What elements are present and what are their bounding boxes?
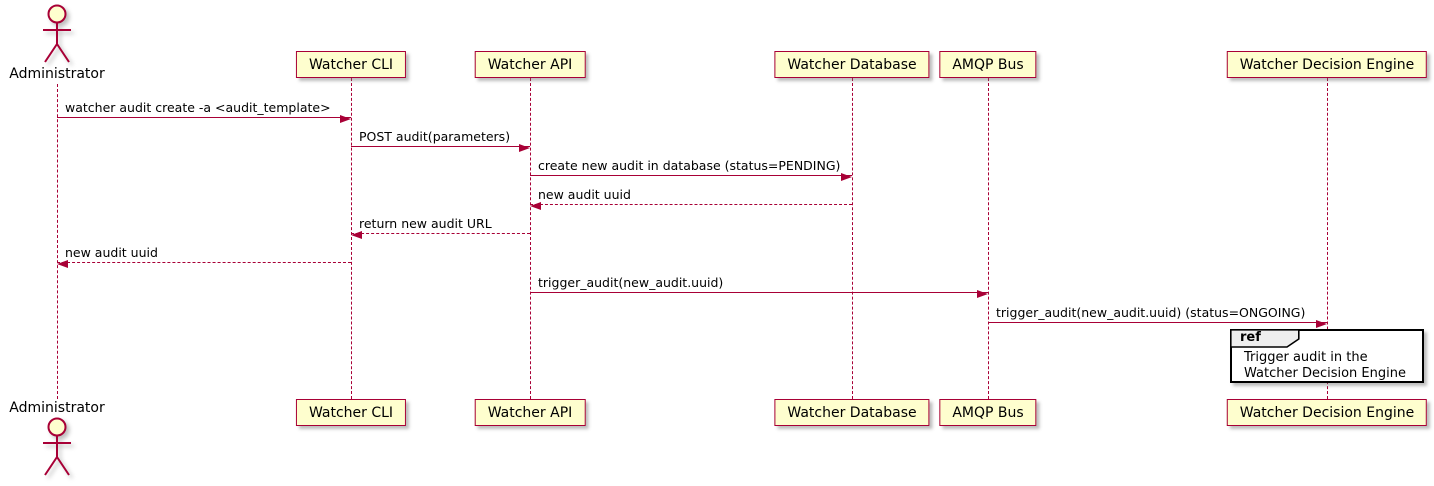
actor-administrator-label-bottom: Administrator <box>9 400 105 416</box>
message-line <box>530 204 852 205</box>
message-line <box>351 233 530 234</box>
ref-tab-shape <box>1230 329 1300 348</box>
actor-administrator-figure-top <box>38 3 76 69</box>
message-label: new audit uuid <box>538 187 631 202</box>
ref-text-line: Watcher Decision Engine <box>1244 366 1406 381</box>
message-label: create new audit in database (status=PEN… <box>538 158 841 173</box>
message-line <box>57 262 351 263</box>
participant-watcher-cli-bottom: Watcher CLI <box>295 399 407 426</box>
message-line <box>530 175 852 176</box>
message-label: watcher audit create -a <audit_template> <box>65 100 331 115</box>
message-2-watcher-cli-to-watcher-api: POST audit(parameters) <box>351 127 530 152</box>
message-line <box>988 322 1327 323</box>
actor-administrator-figure-bottom <box>38 416 76 482</box>
participant-watcher-api-bottom: Watcher API <box>474 399 586 426</box>
arrowhead-icon <box>1316 320 1327 328</box>
actor-icon <box>43 417 71 476</box>
participant-watcher-decision-engine-top: Watcher Decision Engine <box>1226 51 1428 78</box>
participant-watcher-api-top: Watcher API <box>474 51 586 78</box>
message-line <box>530 292 988 293</box>
ref-tab: ref <box>1230 329 1300 348</box>
arrowhead-icon <box>519 144 530 152</box>
participant-watcher-decision-engine-bottom: Watcher Decision Engine <box>1226 399 1428 426</box>
actor-administrator-label-top: Administrator <box>9 66 105 82</box>
message-label: new audit uuid <box>65 245 158 260</box>
message-6-watcher-cli-to-administrator: new audit uuid <box>57 243 351 268</box>
lifeline-administrator <box>57 84 58 399</box>
message-label: trigger_audit(new_audit.uuid) <box>538 275 724 290</box>
message-label: return new audit URL <box>359 216 492 231</box>
participant-amqp-bus-top: AMQP Bus <box>939 51 1037 78</box>
message-label: trigger_audit(new_audit.uuid) (status=ON… <box>996 305 1306 320</box>
message-line <box>351 146 530 147</box>
lifeline-watcher-database <box>852 78 853 399</box>
arrowhead-icon <box>57 260 68 268</box>
message-4-watcher-database-to-watcher-api: new audit uuid <box>530 185 852 210</box>
actor-icon <box>43 4 71 63</box>
arrowhead-icon <box>530 202 541 210</box>
participant-amqp-bus-bottom: AMQP Bus <box>939 399 1037 426</box>
arrowhead-icon <box>977 290 988 298</box>
participant-watcher-database-bottom: Watcher Database <box>774 399 930 426</box>
arrowhead-icon <box>340 115 351 123</box>
lifeline-watcher-api <box>530 78 531 399</box>
message-1-administrator-to-watcher-cli: watcher audit create -a <audit_template> <box>57 98 351 123</box>
ref-text: Trigger audit in the Watcher Decision En… <box>1244 350 1406 382</box>
participant-watcher-database-top: Watcher Database <box>774 51 930 78</box>
ref-keyword: ref <box>1240 330 1261 345</box>
ref-text-line: Trigger audit in the <box>1244 350 1368 365</box>
lifeline-watcher-decision-engine <box>1327 78 1328 399</box>
message-3-watcher-api-to-watcher-database: create new audit in database (status=PEN… <box>530 156 852 181</box>
message-8-amqp-bus-to-watcher-decision-engine: trigger_audit(new_audit.uuid) (status=ON… <box>988 303 1327 328</box>
message-line <box>57 117 351 118</box>
lifeline-amqp-bus <box>988 78 989 399</box>
arrowhead-icon <box>351 231 362 239</box>
participant-watcher-cli-top: Watcher CLI <box>295 51 407 78</box>
ref-fragment: ref Trigger audit in the Watcher Decisio… <box>1230 329 1424 383</box>
arrowhead-icon <box>841 173 852 181</box>
message-7-watcher-api-to-amqp-bus: trigger_audit(new_audit.uuid) <box>530 273 988 298</box>
message-label: POST audit(parameters) <box>359 129 511 144</box>
message-5-watcher-api-to-watcher-cli: return new audit URL <box>351 214 530 239</box>
